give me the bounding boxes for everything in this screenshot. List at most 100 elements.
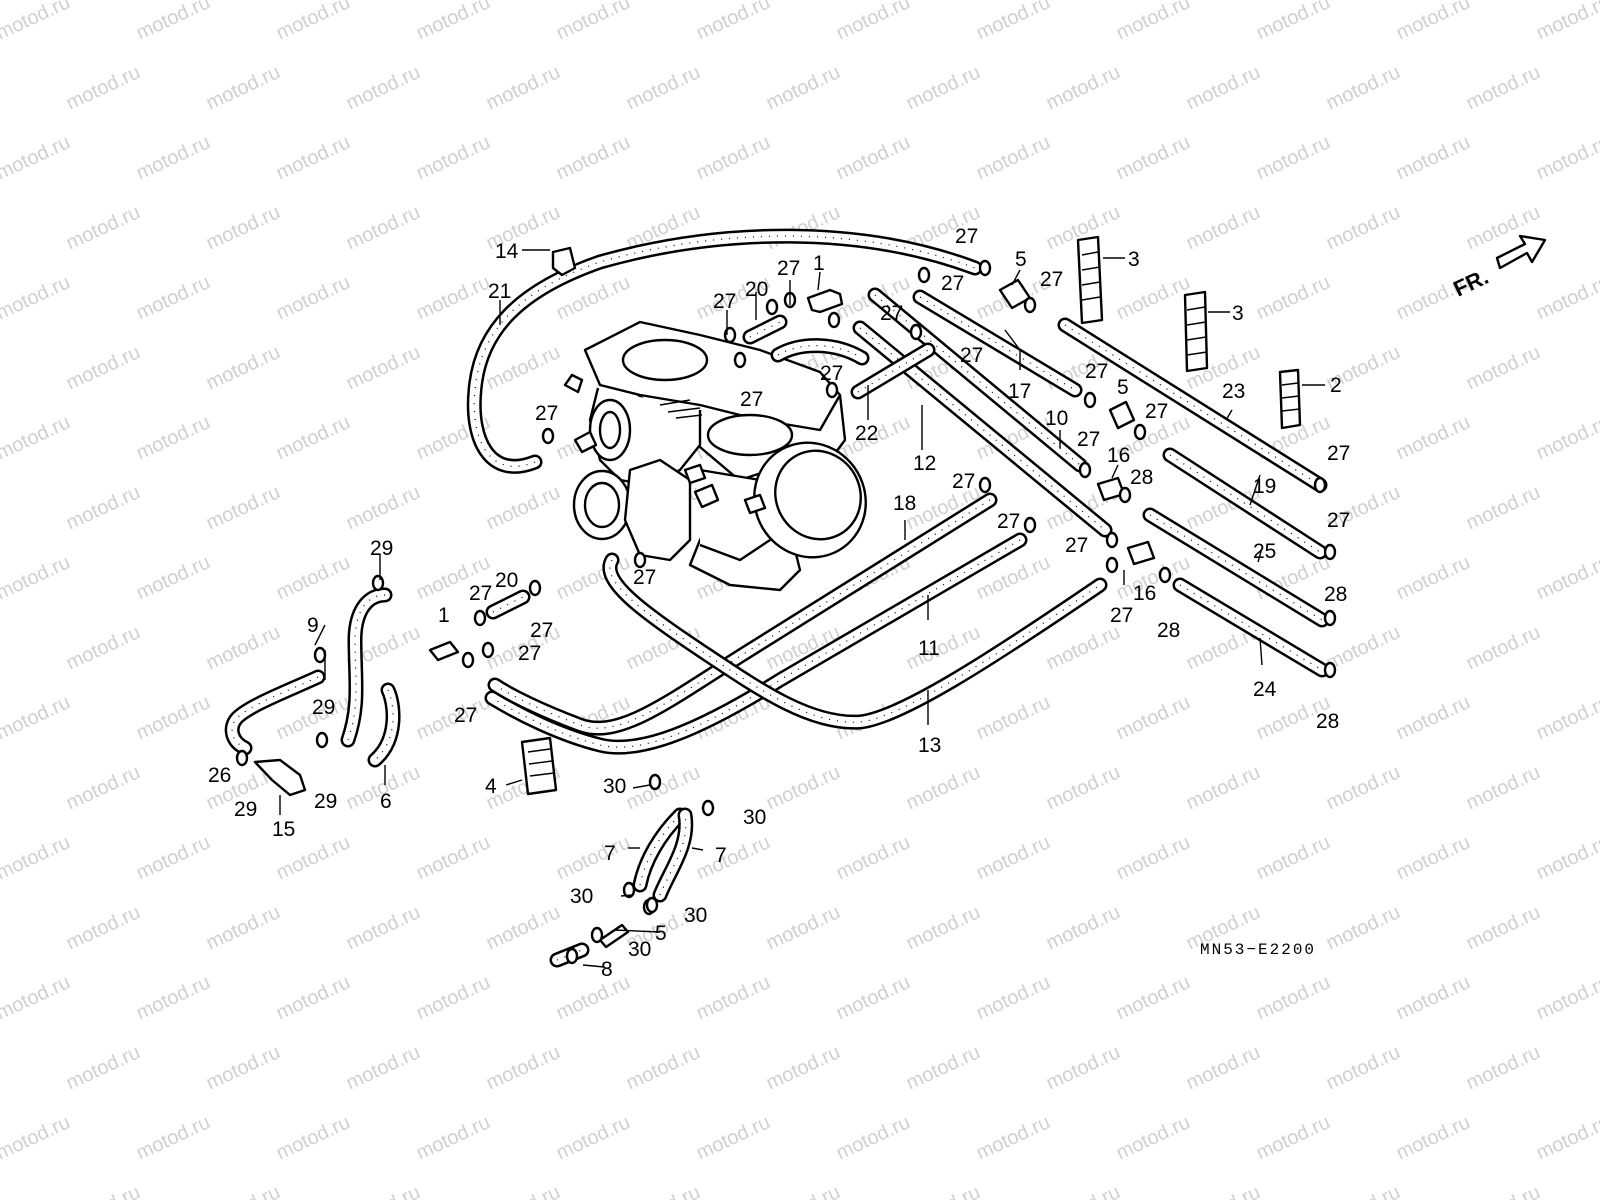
callout-27: 27 xyxy=(1085,360,1108,383)
callout-28: 28 xyxy=(1324,583,1347,606)
watermark-text: motod.ru xyxy=(903,1181,984,1200)
callout-16: 16 xyxy=(1107,444,1130,467)
watermark-text: motod.ru xyxy=(1113,831,1194,884)
leader-lines xyxy=(279,249,1325,968)
watermark-text: motod.ru xyxy=(273,1111,354,1164)
watermark-text: motod.ru xyxy=(483,481,564,534)
watermark-text: motod.ru xyxy=(1533,691,1600,744)
watermark-text: motod.ru xyxy=(0,131,74,184)
watermark-text: motod.ru xyxy=(1463,1181,1544,1200)
watermark-text: motod.ru xyxy=(693,831,774,884)
watermark-text: motod.ru xyxy=(1043,1181,1124,1200)
watermark-text: motod.ru xyxy=(903,901,984,954)
watermark-text: motod.ru xyxy=(553,1111,634,1164)
watermark-text: motod.ru xyxy=(63,621,144,674)
ring-clamp-icon xyxy=(1118,486,1132,504)
watermark-text: motod.ru xyxy=(973,971,1054,1024)
callout-17: 17 xyxy=(1008,380,1031,403)
callout-23: 23 xyxy=(1222,380,1245,403)
watermark-text: motod.ru xyxy=(1393,551,1474,604)
watermark-text: motod.ru xyxy=(763,901,844,954)
hose-21 xyxy=(466,228,983,474)
watermark-text: motod.ru xyxy=(1253,1111,1334,1164)
watermark-text: motod.ru xyxy=(763,201,844,254)
watermark-text: motod.ru xyxy=(1393,0,1474,45)
watermark-text: motod.ru xyxy=(203,621,284,674)
hose-22 xyxy=(850,342,936,400)
callout-20: 20 xyxy=(745,278,768,301)
watermark-text: motod.ru xyxy=(1183,201,1264,254)
ring-clamp-icon xyxy=(1023,296,1037,314)
watermark-text: motod.ru xyxy=(343,481,424,534)
callout-30: 30 xyxy=(743,806,766,829)
callout-30: 30 xyxy=(570,885,593,908)
watermark-text: motod.ru xyxy=(1533,271,1600,324)
watermark-text: motod.ru xyxy=(1463,621,1544,674)
callout-1: 1 xyxy=(438,604,450,627)
watermark-text: motod.ru xyxy=(1323,761,1404,814)
clamp-4 xyxy=(520,736,558,796)
watermark-text: motod.ru xyxy=(483,341,564,394)
callout-27: 27 xyxy=(941,272,964,295)
watermark-text: motod.ru xyxy=(1323,201,1404,254)
watermark-text: motod.ru xyxy=(553,131,634,184)
fitting-16b xyxy=(1126,540,1156,566)
watermark-text: motod.ru xyxy=(413,0,494,45)
watermark-text: motod.ru xyxy=(973,691,1054,744)
ring-clamp-icon xyxy=(909,323,923,341)
ring-clamp-icon xyxy=(565,947,579,965)
ring-clamp-icon xyxy=(1105,556,1119,574)
ring-clamp-icon xyxy=(1158,566,1172,584)
fitting-5b xyxy=(1108,400,1136,430)
watermark-text: motod.ru xyxy=(203,341,284,394)
ring-clamp-icon xyxy=(1023,516,1037,534)
watermark-text: motod.ru xyxy=(1393,1111,1474,1164)
watermark-text: motod.ru xyxy=(63,201,144,254)
front-direction-arrow: FR. xyxy=(1450,234,1547,302)
hose-18 xyxy=(487,492,998,736)
watermark-text: motod.ru xyxy=(63,61,144,114)
watermark-text: motod.ru xyxy=(483,1041,564,1094)
watermark-text: motod.ru xyxy=(0,971,74,1024)
watermark-text: motod.ru xyxy=(0,481,4,534)
watermark-text: motod.ru xyxy=(1533,1111,1600,1164)
callout-3: 3 xyxy=(1128,248,1140,271)
callout-27: 27 xyxy=(820,362,843,385)
watermark-text: motod.ru xyxy=(1393,411,1474,464)
hose-26 xyxy=(224,669,326,756)
callout-13: 13 xyxy=(918,734,941,757)
watermark-text: motod.ru xyxy=(273,971,354,1024)
callout-11: 11 xyxy=(918,637,940,660)
watermark-text: motod.ru xyxy=(763,1041,844,1094)
watermark-text: motod.ru xyxy=(973,831,1054,884)
watermark-text: motod.ru xyxy=(693,1111,774,1164)
ring-clamp-icon xyxy=(235,749,249,767)
callout-27: 27 xyxy=(1040,268,1063,291)
watermark-text: motod.ru xyxy=(413,831,494,884)
callout-30: 30 xyxy=(628,938,651,961)
clamp-2 xyxy=(1278,368,1302,430)
watermark-text: motod.ru xyxy=(1043,621,1124,674)
callout-27: 27 xyxy=(952,470,975,493)
watermark-text: motod.ru xyxy=(1253,0,1334,45)
ring-clamp-icon xyxy=(733,351,747,369)
callout-27: 27 xyxy=(1145,400,1168,423)
ring-clamp-icon xyxy=(528,579,542,597)
callout-28: 28 xyxy=(1316,710,1339,733)
watermark-text: motod.ru xyxy=(133,1111,214,1164)
watermark-text: motod.ru xyxy=(693,971,774,1024)
callout-27: 27 xyxy=(880,302,903,325)
clamps xyxy=(253,235,1302,949)
callout-27: 27 xyxy=(1327,509,1350,532)
ring-clamps xyxy=(235,259,1337,965)
watermark-text: motod.ru xyxy=(133,551,214,604)
watermark-text: motod.ru xyxy=(1463,481,1544,534)
watermark-text: motod.ru xyxy=(623,1041,704,1094)
fitting-5c xyxy=(598,923,630,949)
hose-17 xyxy=(912,289,1083,398)
watermark-text: motod.ru xyxy=(133,691,214,744)
watermark-text: motod.ru xyxy=(0,621,4,674)
watermark-text: motod.ru xyxy=(903,61,984,114)
